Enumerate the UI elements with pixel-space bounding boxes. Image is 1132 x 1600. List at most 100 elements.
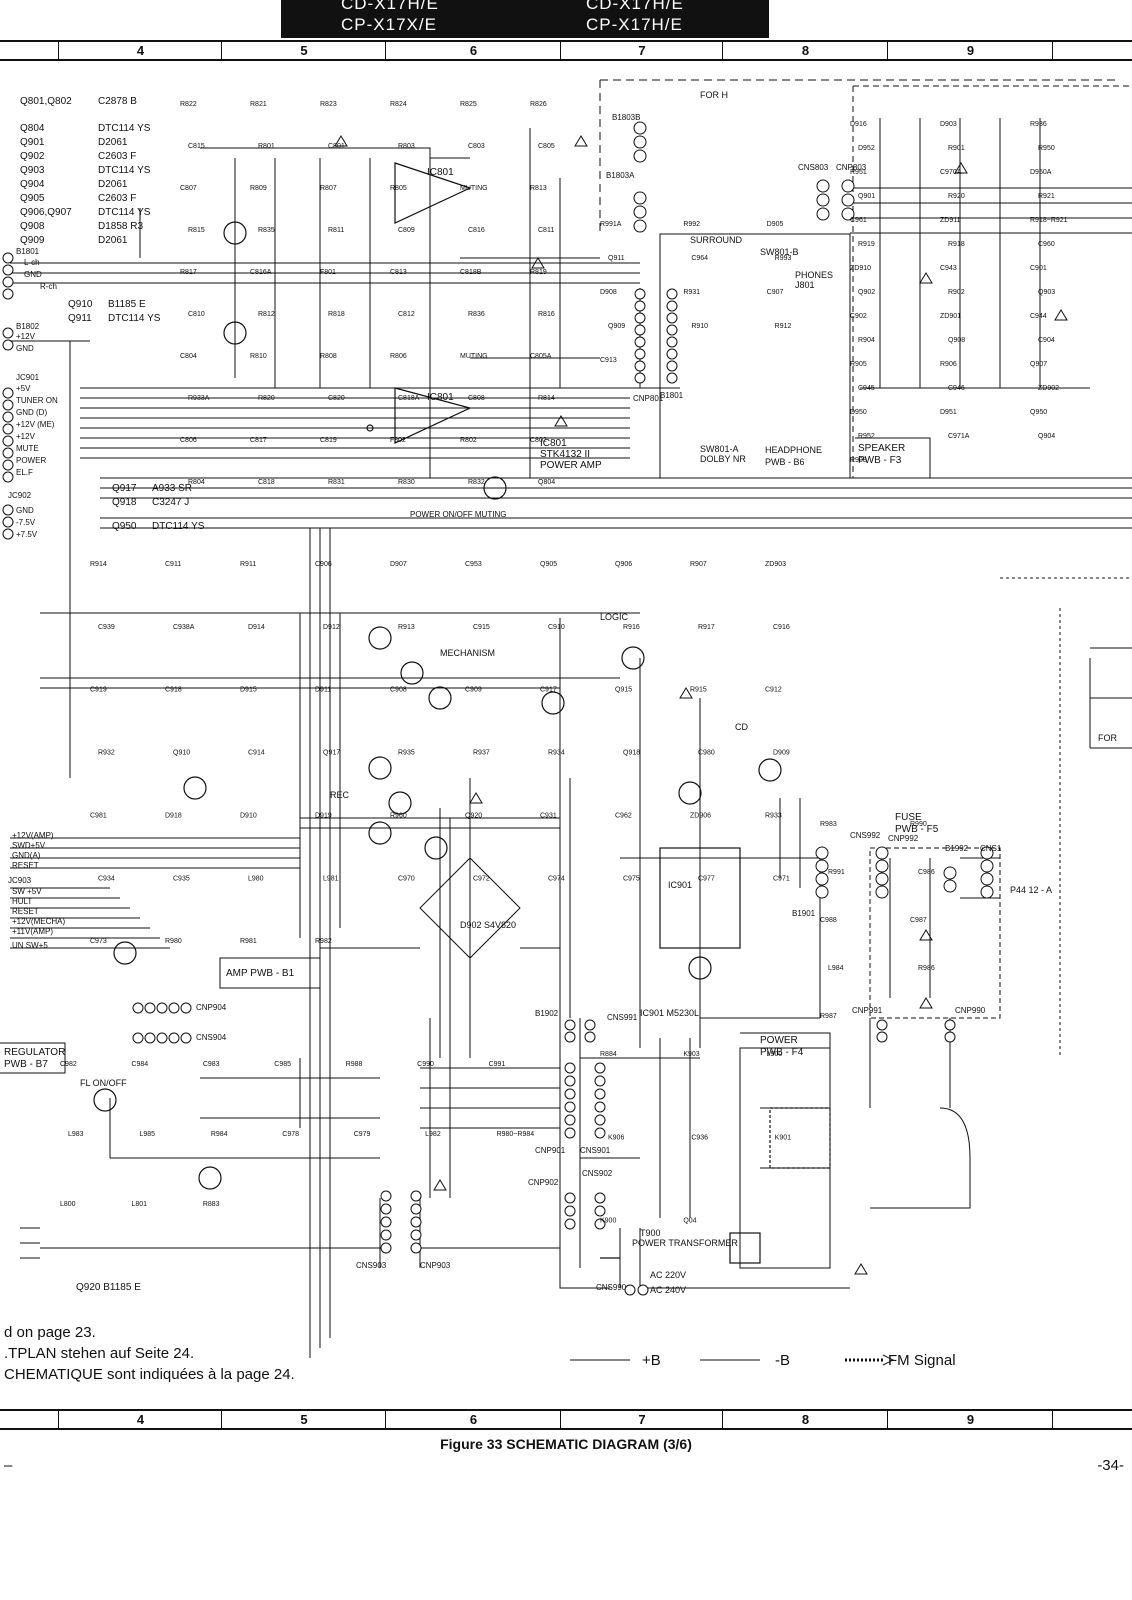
component-label: L800 [60,1201,76,1208]
cns1-label: CNS1 [980,844,1002,853]
component-label: R991A [600,221,622,228]
component-label: R933 [765,812,782,819]
component-label: C818B [460,269,482,276]
component-label: C972 [473,875,490,882]
amp-pin-3: GND(A) [12,851,41,860]
logic-cv-label: LOGIC [600,612,629,622]
gnd-label: GND [24,270,42,279]
component-label: C983 [203,1061,220,1068]
cns992-label: CNS992 [850,831,881,840]
note-line-2: .TPLAN stehen auf Seite 24. [4,1345,195,1362]
component-label: R901 [948,145,965,152]
component-label: C971 [773,875,790,882]
figure-caption: Figure 33 SCHEMATIC DIAGRAM (3/6) [440,1436,692,1452]
component-label: R950 [1038,145,1055,152]
cns902-label: CNS902 [582,1169,613,1178]
component-label: Q920 [465,812,482,819]
component-label: C804 [180,353,197,360]
component-label: R910 [691,323,708,330]
component-label: C901 [1030,265,1047,272]
component-label: R825 [460,101,477,108]
component-label: Q901 [858,193,875,200]
component-label: C816 [468,227,485,234]
component-label: L982 [425,1131,441,1138]
jc903-pin-2: HULT [12,897,32,906]
dolby-label: DOLBY NR [700,454,746,464]
tr-ref-3: Q901 [20,137,45,148]
tr2-part-1: B1185 E [108,299,146,310]
component-label: Q905 [540,561,557,568]
component-label: R980 [165,938,182,945]
component-label: C988 [820,917,837,924]
p12v-label: +12V [16,332,36,341]
column-8: 8 [722,42,888,59]
jc903-pin-3: RESET [12,907,39,916]
component-label: C801 [328,143,345,150]
component-label: C961 [850,217,867,224]
component-label: D919 [315,812,332,819]
jc903-label: JC903 [8,876,32,885]
component-label: C820 [328,395,345,402]
jc902-pin-1: GND [16,506,34,515]
component-label: R823 [320,101,337,108]
component-label: C819 [320,437,337,444]
component-label: C978 [282,1131,299,1138]
transistor-list: Q801,Q802 C2878 B Q804 DTC114 YS Q901 D2… [20,96,205,1293]
page-number: -34- [1097,1457,1124,1474]
component-label: Q950 [1030,409,1047,416]
caution-triangles [334,135,1068,1275]
component-label: R822 [180,101,197,108]
component-label: C913 [600,357,617,364]
sw801b-label: SW801-B [760,247,799,257]
component-label: Q903 [1038,289,1055,296]
tr-ref-2: Q804 [20,123,45,134]
component-label: Q902 [858,289,875,296]
component-label: R952 [858,433,875,440]
component-label: C990 [417,1061,434,1068]
jc902-pin-2: -7.5V [16,518,36,527]
component-label: C936 [691,1134,708,1141]
component-label: C816A [250,269,272,276]
b1803a-label: B1803A [606,171,635,180]
model-left-2: CP-X17X/E [341,15,437,34]
component-label: R821 [250,101,267,108]
component-label: R883 [203,1201,220,1208]
component-label: R934 [548,750,565,757]
component-label: D908 [600,289,617,296]
component-label: C902 [850,313,867,320]
jc901-pin-5: +12V [16,432,36,441]
component-label: L981 [323,875,339,882]
component-label: ZD903 [765,561,786,568]
component-label: C970 [398,875,415,882]
component-label: C912 [765,687,782,694]
component-label: K903 [683,1051,699,1058]
j801-label: J801 [795,280,815,290]
component-label: R991 [828,869,845,876]
model-left-1: CD-X17H/E [341,0,439,13]
jc901-pin-8: EL.F [16,468,33,477]
component-label: C917 [540,687,557,694]
component-label: R932 [98,750,115,757]
component-label: R920 [948,193,965,200]
component-label: Q804 [538,479,555,486]
component-label: C981 [90,812,107,819]
tr-ref-6: Q904 [20,179,45,190]
component-label: C938A [173,624,195,631]
component-label: C980 [698,750,715,757]
component-label: R933A [188,395,210,402]
component-label: Q904 [1038,433,1055,440]
component-label: C977 [698,875,715,882]
cns991-label: CNS991 [607,1013,638,1022]
component-label: R986 [918,965,935,972]
b1992-label: B1992 [945,844,969,853]
component-label: C962 [615,812,632,819]
column-end [1052,42,1132,59]
component-label: R912 [775,323,792,330]
ic801-a-label: IC801 [427,167,454,178]
component-label: R802 [460,437,477,444]
tr-ref-1: Q801,Q802 [20,96,72,107]
component-label: C805A [530,353,552,360]
tr-part-3: D2061 [98,137,128,148]
component-label: R982 [315,938,332,945]
component-label: C803 [468,143,485,150]
